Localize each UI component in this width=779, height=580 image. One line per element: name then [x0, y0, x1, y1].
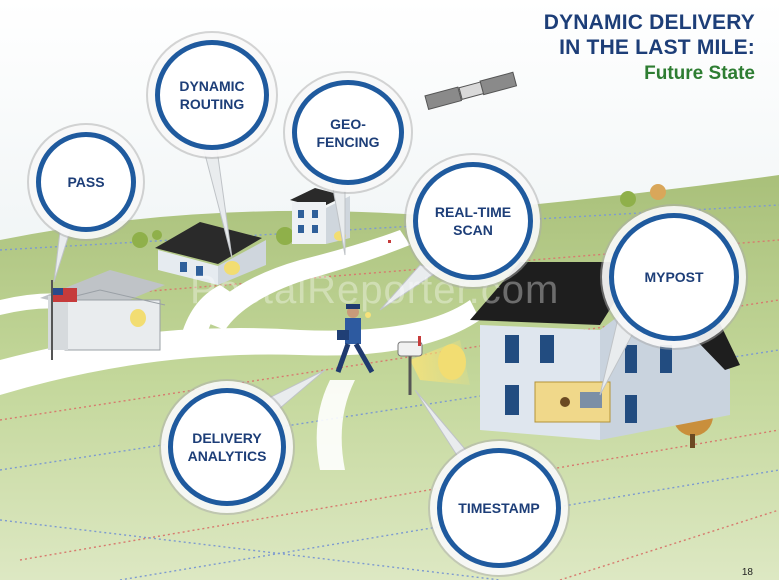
post-office-building — [40, 270, 166, 360]
title-block: DYNAMIC DELIVERY IN THE LAST MILE: Futur… — [544, 10, 755, 86]
bubble-mypost-label: MYPOST — [644, 269, 704, 285]
page-number: 18 — [741, 567, 753, 578]
bubble-dynamic-routing-label: DYNAMIC ROUTING — [179, 78, 245, 112]
satellite-icon — [424, 71, 518, 110]
subtitle: Future State — [644, 63, 755, 84]
letter-carrier — [335, 304, 375, 374]
house-back — [290, 188, 350, 244]
bubble-geo-fencing: GEO- FENCING — [292, 80, 404, 185]
bubble-pass: PASS — [36, 132, 136, 232]
marker-dot — [388, 240, 391, 243]
mailbox — [397, 336, 470, 395]
title-line-1: DYNAMIC DELIVERY — [543, 11, 755, 34]
bubble-real-time-scan: REAL-TIME SCAN — [413, 162, 533, 280]
bubble-pass-label: PASS — [67, 174, 105, 190]
watermark-text: PostalReporter.com — [190, 268, 560, 312]
title-line-2: IN THE LAST MILE: — [559, 36, 755, 59]
bubble-delivery-analytics: DELIVERY ANALYTICS — [168, 388, 286, 506]
bubble-timestamp-label: TIMESTAMP — [458, 500, 540, 516]
bubble-dynamic-routing: DYNAMIC ROUTING — [155, 40, 269, 150]
bubble-mypost: MYPOST — [609, 213, 739, 341]
bubble-real-time-scan-label: REAL-TIME SCAN — [434, 204, 512, 238]
bubble-geo-fencing-label: GEO- FENCING — [316, 115, 380, 150]
bubble-timestamp: TIMESTAMP — [437, 448, 561, 568]
house-left — [155, 222, 266, 285]
bubble-delivery-analytics-label: DELIVERY ANALYTICS — [187, 430, 267, 464]
